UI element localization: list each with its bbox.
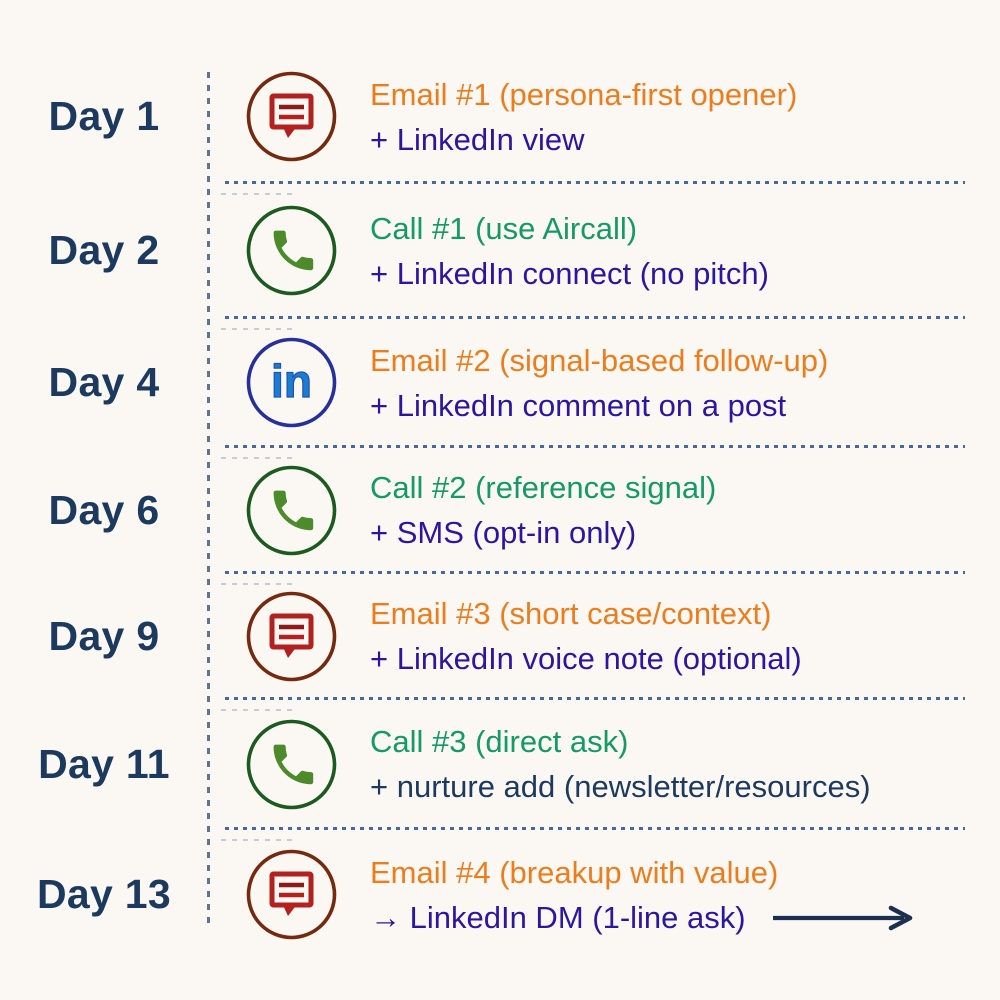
row-separator-dashed-line [221,697,965,711]
step-secondary-line: → LinkedIn DM (1-line ask) [370,899,746,935]
step-primary-line: Call #2 (reference signal) [370,470,717,505]
step-description: Call #3 (direct ask) + nurture add (news… [370,719,871,809]
channel-icon-wrap [245,204,338,297]
step-secondary-line-wrap: → LinkedIn DM (1-line ask) [370,895,920,940]
timeline-axis-dotted-line [207,72,210,928]
linkedin-icon: in [246,337,337,428]
svg-text:in: in [271,355,312,407]
step-secondary-line-wrap: + LinkedIn voice note (optional) [370,636,802,681]
phone-icon [246,719,337,809]
step-secondary-line-wrap: + LinkedIn comment on a post [370,383,828,428]
step-description: Email #4 (breakup with value) → LinkedIn… [370,850,920,940]
day-label: Day 9 [48,612,160,659]
continue-arrow-icon [772,905,912,930]
channel-icon-wrap [245,70,338,163]
day-label: Day 4 [48,359,160,405]
phone-icon [246,465,337,555]
phone-icon [246,205,337,296]
day-label: Day 13 [36,871,171,917]
row-separator-dashed-line [221,181,965,195]
row-separator-dashed-line [221,571,965,585]
step-primary-line: Call #1 (use Aircall) [370,210,638,246]
step-primary-line: Email #2 (signal-based follow-up) [370,342,829,378]
message-icon [246,591,337,681]
timeline-row: Day 2 Call #1 (use Aircall) + LinkedIn c… [0,181,1000,318]
step-secondary-line: + LinkedIn view [370,121,585,157]
row-separator-dashed-line [221,316,965,330]
step-description: Call #2 (reference signal) + SMS (opt-in… [370,465,716,555]
step-secondary-line: + LinkedIn comment on a post [370,387,787,423]
step-secondary-line-wrap: + LinkedIn connect (no pitch) [370,251,769,296]
step-primary-line: Call #3 (direct ask) [370,724,629,759]
channel-icon-wrap [245,848,338,941]
timeline-row: Day 9 Email #3 (short case/context) + Li… [0,571,1000,699]
step-secondary-line: + LinkedIn connect (no pitch) [370,255,769,291]
timeline-row: Day 4 in Email #2 (signal-based follow-u… [0,316,1000,447]
step-secondary-line: + SMS (opt-in only) [370,515,637,550]
channel-icon-wrap [245,590,338,683]
timeline-row: Day 11 Call #3 (direct ask) + nurture ad… [0,697,1000,829]
step-secondary-line: + LinkedIn voice note (optional) [370,641,802,676]
step-primary-line: Email #1 (persona-first opener) [370,76,798,112]
day-label: Day 6 [48,486,160,533]
timeline-rows: Day 1 Email #1 (persona-first opener) + … [0,50,1000,960]
day-label: Day 2 [48,227,160,273]
step-description: Email #1 (persona-first opener) + Linked… [370,72,797,162]
row-separator-dashed-line [221,445,965,459]
message-icon [246,71,337,162]
step-primary-line: Email #4 (breakup with value) [370,854,779,890]
channel-icon-wrap [245,718,338,811]
step-description: Call #1 (use Aircall) + LinkedIn connect… [370,206,769,296]
row-separator-dashed-line [221,827,965,841]
day-label: Day 1 [48,93,160,139]
step-description: Email #2 (signal-based follow-up) + Link… [370,338,828,428]
step-secondary-line-wrap: + nurture add (newsletter/resources) [370,764,871,809]
timeline-row: Day 6 Call #2 (reference signal) + SMS (… [0,445,1000,573]
channel-icon-wrap [245,464,338,557]
day-label: Day 11 [38,740,170,787]
timeline-row: Day 1 Email #1 (persona-first opener) + … [0,50,1000,183]
channel-icon-wrap: in [245,336,338,429]
message-icon [246,849,337,940]
step-secondary-line: + nurture add (newsletter/resources) [370,769,871,804]
step-secondary-line-wrap: + LinkedIn view [370,117,797,162]
step-secondary-line-wrap: + SMS (opt-in only) [370,510,716,555]
timeline-row: Day 13 Email #4 (breakup with value) → L… [0,827,1000,960]
step-primary-line: Email #3 (short case/context) [370,596,772,631]
step-description: Email #3 (short case/context) + LinkedIn… [370,591,802,681]
